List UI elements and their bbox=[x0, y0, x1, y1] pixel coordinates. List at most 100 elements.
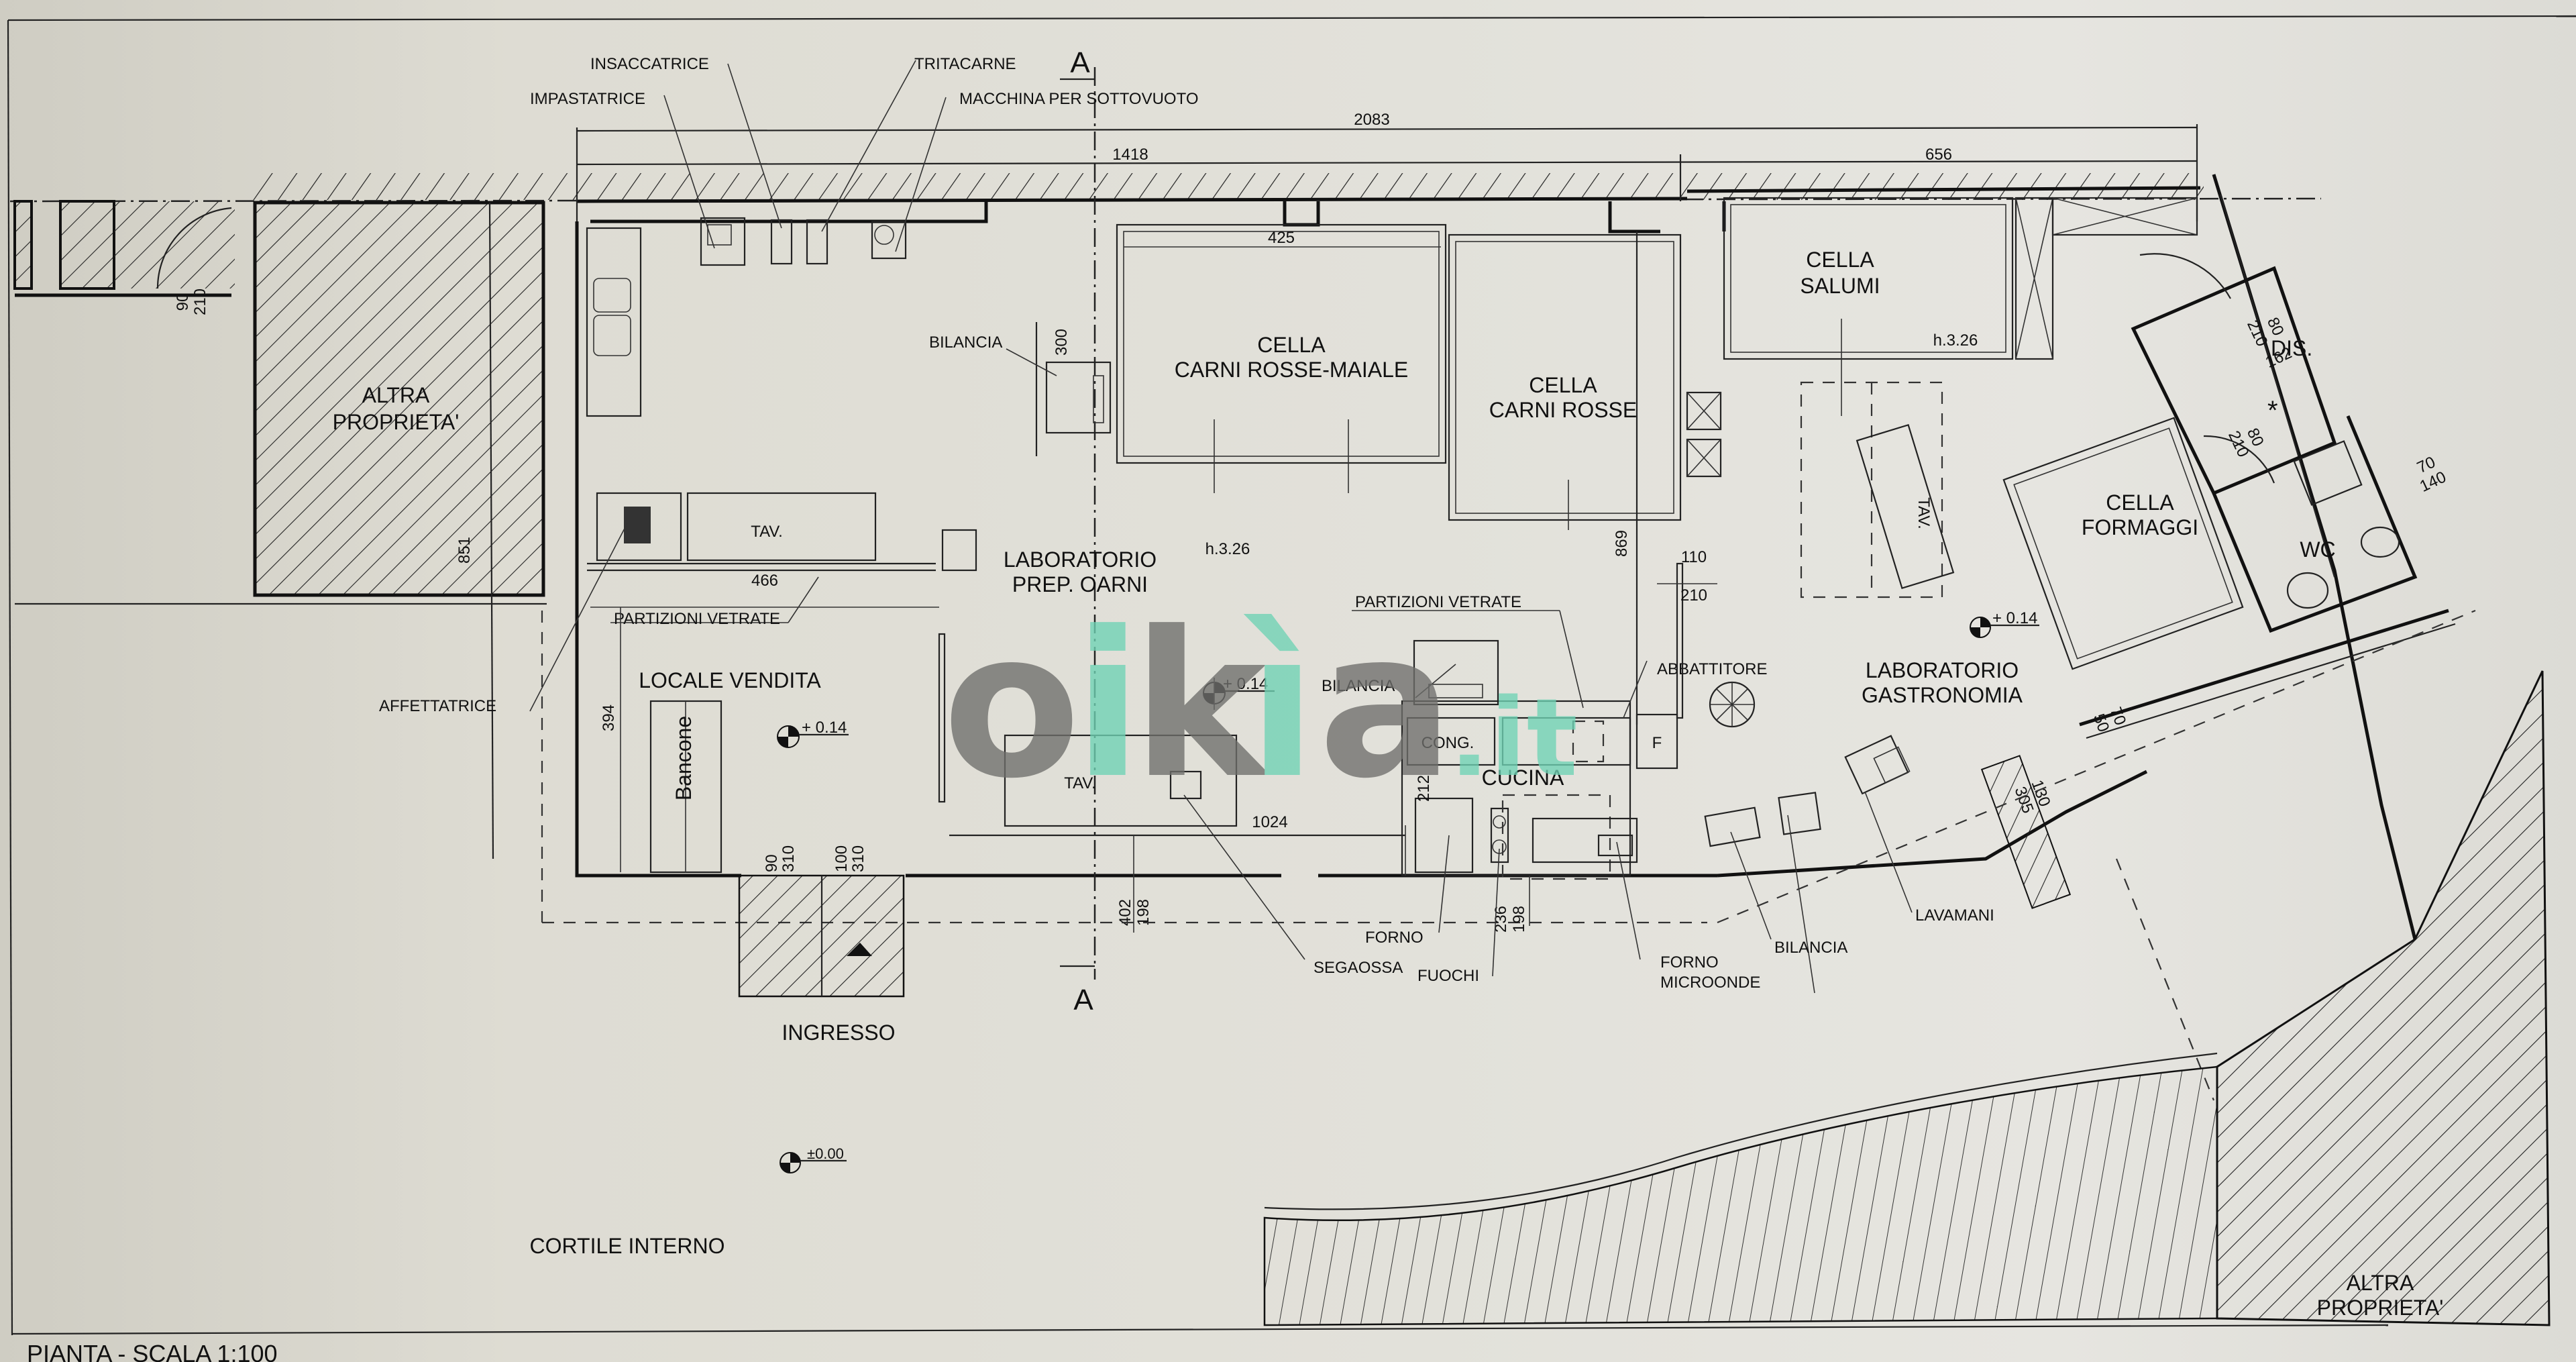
section-line-a: A A bbox=[1060, 46, 1096, 1016]
section-marker-top: A bbox=[1070, 46, 1090, 79]
dim-198a: 198 bbox=[1134, 899, 1152, 926]
label-segaossa: SEGAOSSA bbox=[1313, 959, 1403, 977]
room-cella-formaggi-dis-wc: CELLA FORMAGGI 80 210 162 DIS. * 80 210 … bbox=[2002, 253, 2449, 670]
level-marker-gastronomia: + 0.14 bbox=[1970, 609, 2039, 638]
room-label-cella-maiale-2: CARNI ROSSE-MAIALE bbox=[1175, 358, 1409, 382]
level-marker-vendita: + 0.14 bbox=[777, 719, 849, 748]
dim-left: 1418 bbox=[1112, 146, 1148, 164]
watermark-i-accent: ì bbox=[1242, 588, 1317, 823]
label-lavamani: LAVAMANI bbox=[1915, 906, 1994, 925]
label-macchina-sottovuoto: MACCHINA PER SOTTOVUOTO bbox=[959, 90, 1199, 108]
section-marker-bottom: A bbox=[1073, 984, 1093, 1016]
room-label-cella-formaggi-1: CELLA bbox=[2106, 490, 2174, 515]
label-bilancia-gastro: BILANCIA bbox=[1774, 939, 1847, 957]
dim-ingresso-2-h: 310 bbox=[849, 845, 867, 872]
dim-402: 402 bbox=[1116, 899, 1134, 926]
dim-394: 394 bbox=[600, 704, 618, 731]
top-boundary-wall bbox=[9, 173, 2322, 203]
room-label-lab-carni-2: PREP. OARNI bbox=[1012, 572, 1148, 596]
level-value-gastronomia: + 0.14 bbox=[1992, 609, 2037, 627]
label-bilancia-lab: BILANCIA bbox=[929, 333, 1002, 352]
oikia-watermark: o i k ì a .it bbox=[943, 588, 1578, 823]
level-value-vendita: + 0.14 bbox=[802, 719, 847, 737]
room-label-cella-formaggi-2: FORMAGGI bbox=[2082, 515, 2198, 539]
label-cella-salumi-height: h.3.26 bbox=[1933, 331, 1978, 350]
label-partizioni-vetrate-2: PARTIZIONI VETRATE bbox=[1355, 593, 1521, 611]
room-label-dis: DIS. bbox=[2271, 336, 2312, 360]
room-label-cella-rosse-2: CARNI ROSSE bbox=[1489, 398, 1637, 422]
room-ingresso: 90 310 100 310 INGRESSO bbox=[738, 845, 905, 1045]
label-forno-microonde-2: MICROONDE bbox=[1660, 974, 1760, 992]
left-neighbour-block: 90 210 851 ALTRA PROPRIETA' bbox=[13, 200, 547, 859]
room-cucina: BILANCIA PARTIZIONI VETRATE CONG. F CUCI… bbox=[1322, 548, 1767, 992]
abbattitore-fan-icon bbox=[1709, 681, 1756, 728]
lab-equipment: IMPASTATRICE INSACCATRICE TRITACARNE MAC… bbox=[530, 55, 1199, 628]
dim-ingresso-2-w: 100 bbox=[833, 845, 851, 872]
label-tav-3: TAV. bbox=[1915, 497, 1933, 529]
label-insaccatrice: INSACCATRICE bbox=[590, 55, 709, 73]
room-label-wc: WC bbox=[2300, 537, 2335, 562]
label-bilancia-cucina: BILANCIA bbox=[1322, 677, 1395, 695]
label-affettatrice: AFFETTATRICE bbox=[379, 697, 496, 715]
watermark-a: a bbox=[1318, 588, 1454, 823]
label-bancone: Bancone bbox=[672, 716, 696, 800]
building-walls bbox=[575, 174, 2456, 940]
room-label-altra-proprieta-right-2: PROPRIETA' bbox=[2317, 1296, 2444, 1320]
dim-425: 425 bbox=[1268, 229, 1295, 247]
watermark-o: o bbox=[943, 588, 1081, 823]
dim-ingresso-1-w: 90 bbox=[763, 854, 781, 872]
room-laboratorio-gastronomia: LABORATORIO GASTRONOMIA + 0.14 BILANCIA … bbox=[1704, 609, 2476, 1101]
label-tav-1: TAV. bbox=[751, 523, 783, 541]
label-cong: CONG. bbox=[1421, 734, 1474, 752]
dim-door-cucina-h: 210 bbox=[1680, 586, 1707, 605]
dim-869: 869 bbox=[1613, 530, 1631, 557]
room-label-altra-proprieta-right-1: ALTRA bbox=[2347, 1271, 2414, 1295]
room-cella-salumi: CELLA SALUMI h.3.26 TAV. bbox=[1723, 197, 2198, 598]
dim-door-cucina-w: 110 bbox=[1681, 548, 1707, 566]
room-label-locale-vendita: LOCALE VENDITA bbox=[639, 668, 821, 692]
room-cella-carni-rosse-maiale: 425 CELLA CARNI ROSSE-MAIALE bbox=[1116, 223, 1447, 493]
watermark-i: i bbox=[1073, 588, 1142, 823]
room-label-altra-proprieta-left-2: PROPRIETA' bbox=[333, 410, 460, 434]
courtyard: ±0.00 CORTILE INTERNO ALTRA PROPRIETA' bbox=[530, 670, 2551, 1326]
room-locale-vendita: LOCALE VENDITA Bancone 394 + 0.14 AFFETT… bbox=[379, 523, 1707, 924]
room-label-cella-rosse-1: CELLA bbox=[1529, 373, 1597, 397]
label-forno-microonde-1: FORNO bbox=[1660, 953, 1719, 972]
room-label-cucina: CUCINA bbox=[1482, 766, 1564, 790]
label-tritacarne: TRITACARNE bbox=[914, 55, 1016, 73]
label-f: F bbox=[1652, 734, 1662, 752]
dim-212: 212 bbox=[1415, 775, 1433, 802]
room-label-cella-salumi-2: SALUMI bbox=[1800, 274, 1880, 298]
room-label-gastronomia-1: LABORATORIO bbox=[1866, 658, 2019, 682]
level-marker-cortile: ±0.00 bbox=[780, 1145, 847, 1173]
room-label-cortile-interno: CORTILE INTERNO bbox=[530, 1234, 725, 1258]
label-abbattitore: ABBATTITORE bbox=[1657, 660, 1767, 678]
room-label-cella-salumi-1: CELLA bbox=[1806, 248, 1874, 272]
level-value-lab: + 0.14 bbox=[1223, 675, 1268, 693]
room-laboratorio-prep-carni: LABORATORIO PREP. OARNI h.3.26 + 0.14 TA… bbox=[938, 540, 1405, 977]
asterisk-marker: * bbox=[2267, 396, 2278, 425]
label-tav-2: TAV. bbox=[1064, 774, 1096, 792]
level-value-cortile: ±0.00 bbox=[807, 1145, 844, 1162]
dim-right: 656 bbox=[1925, 146, 1952, 164]
overall-dimension-lines: 2083 1418 656 bbox=[576, 111, 2198, 221]
label-impastatrice: IMPASTATRICE bbox=[530, 90, 645, 108]
room-label-altra-proprieta-left-1: ALTRA bbox=[362, 383, 430, 407]
level-marker-lab: + 0.14 bbox=[1203, 675, 1275, 710]
room-label-cella-maiale-1: CELLA bbox=[1257, 333, 1326, 357]
room-label-gastronomia-2: GASTRONOMIA bbox=[1862, 683, 2023, 707]
dim-198b: 198 bbox=[1510, 906, 1528, 933]
label-lab-height: h.3.26 bbox=[1205, 540, 1250, 558]
dim-ingresso-1-h: 310 bbox=[780, 845, 798, 872]
room-label-lab-carni-1: LABORATORIO bbox=[1004, 547, 1157, 572]
room-label-ingresso: INGRESSO bbox=[782, 1020, 896, 1045]
drawing-title: PIANTA - SCALA 1:100 bbox=[27, 1340, 278, 1362]
dim-466: 466 bbox=[751, 572, 778, 590]
label-partizioni-vetrate-1: PARTIZIONI VETRATE bbox=[614, 610, 780, 628]
label-fuochi: FUOCHI bbox=[1417, 967, 1479, 985]
dim-300: 300 bbox=[1053, 329, 1071, 356]
dim-1024: 1024 bbox=[1252, 813, 1287, 831]
room-cella-carni-rosse: CELLA CARNI ROSSE 869 bbox=[1448, 231, 1722, 725]
